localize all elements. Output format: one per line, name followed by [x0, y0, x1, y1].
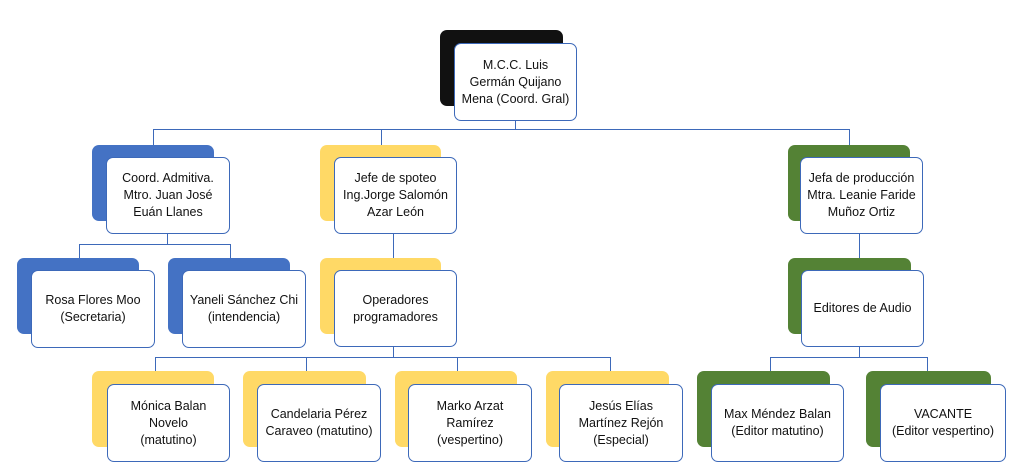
node-text-line: Mtro. Juan José — [123, 188, 213, 202]
connector-line — [306, 357, 307, 372]
node-text-line: Mónica Balan — [130, 398, 207, 413]
node-text-line: programadores — [353, 309, 438, 324]
node-text-line: Ramírez — [446, 415, 494, 430]
node-text-line: Jefe de spoteo — [354, 171, 437, 185]
node-text-line: Rosa Flores Moo — [45, 293, 141, 307]
node-box: Editores de Audio — [801, 270, 924, 347]
node-text-line: Azar León — [367, 205, 424, 219]
connector-line — [927, 357, 928, 372]
node-text-line: Mena (Coord. Gral) — [461, 91, 570, 106]
connector-line — [859, 346, 860, 357]
node-text-line: (vespertino) — [437, 432, 503, 447]
connector-line — [381, 129, 382, 146]
node-text-line: Editores de Audio — [813, 301, 912, 315]
connector-line — [770, 357, 928, 358]
connector-line — [457, 357, 458, 372]
connector-line — [770, 357, 771, 372]
node-text-line: Novelo — [149, 415, 188, 430]
node-text-line: M.C.C. Luis — [482, 57, 549, 72]
connector-line — [79, 244, 231, 245]
connector-line — [79, 244, 80, 259]
node-text-line: (Editor matutino) — [731, 424, 824, 438]
node-text-line: Max Méndez Balan — [723, 407, 831, 421]
connector-line — [393, 233, 394, 258]
node-text-line: (matutino) — [140, 432, 197, 447]
connector-line — [515, 120, 516, 130]
node-text-line: (intendencia) — [207, 310, 281, 324]
connector-line — [155, 357, 611, 358]
node-text-line: (Secretaria) — [60, 310, 126, 324]
node-text-line: Coord. Admitiva. — [122, 171, 214, 185]
node-text-line: Mtra. Leanie Faride — [807, 188, 916, 202]
node-box: Operadores programadores — [334, 270, 457, 347]
node-text-line: Germán Quijano — [469, 74, 562, 89]
node-box: VACANTE (Editor vespertino) — [880, 384, 1006, 462]
connector-line — [393, 346, 394, 357]
connector-line — [859, 233, 860, 258]
node-text-line: Jefa de producción — [808, 171, 915, 185]
node-text-line: (Editor vespertino) — [891, 424, 995, 438]
node-text-line: Caraveo (matutino) — [265, 424, 373, 438]
node-text-line: Ing.Jorge Salomón — [343, 188, 448, 202]
node-text-line: Euán Llanes — [133, 205, 203, 219]
node-text-line: Marko Arzat — [436, 398, 504, 413]
connector-line — [167, 233, 168, 244]
node-box: Yaneli Sánchez Chi (intendencia) — [182, 270, 306, 348]
connector-line — [155, 357, 156, 372]
node-box: Rosa Flores Moo (Secretaria) — [31, 270, 155, 348]
node-text-line: Jesús Elías — [589, 398, 653, 413]
connector-line — [849, 129, 850, 146]
connector-line — [610, 357, 611, 372]
node-text-line: Muñoz Ortiz — [827, 205, 896, 219]
connector-line — [153, 129, 154, 146]
node-text-line: (Especial) — [593, 432, 649, 447]
node-text-line: VACANTE — [913, 407, 973, 421]
node-text-line: Yaneli Sánchez Chi — [189, 293, 299, 307]
node-text-line: Operadores — [362, 292, 429, 307]
node-text-line: Martínez Rejón — [578, 415, 664, 430]
node-text-line: Candelaria Pérez — [270, 407, 368, 421]
node-box: Max Méndez Balan (Editor matutino) — [711, 384, 844, 462]
connector-line — [153, 129, 850, 130]
connector-line — [230, 244, 231, 259]
